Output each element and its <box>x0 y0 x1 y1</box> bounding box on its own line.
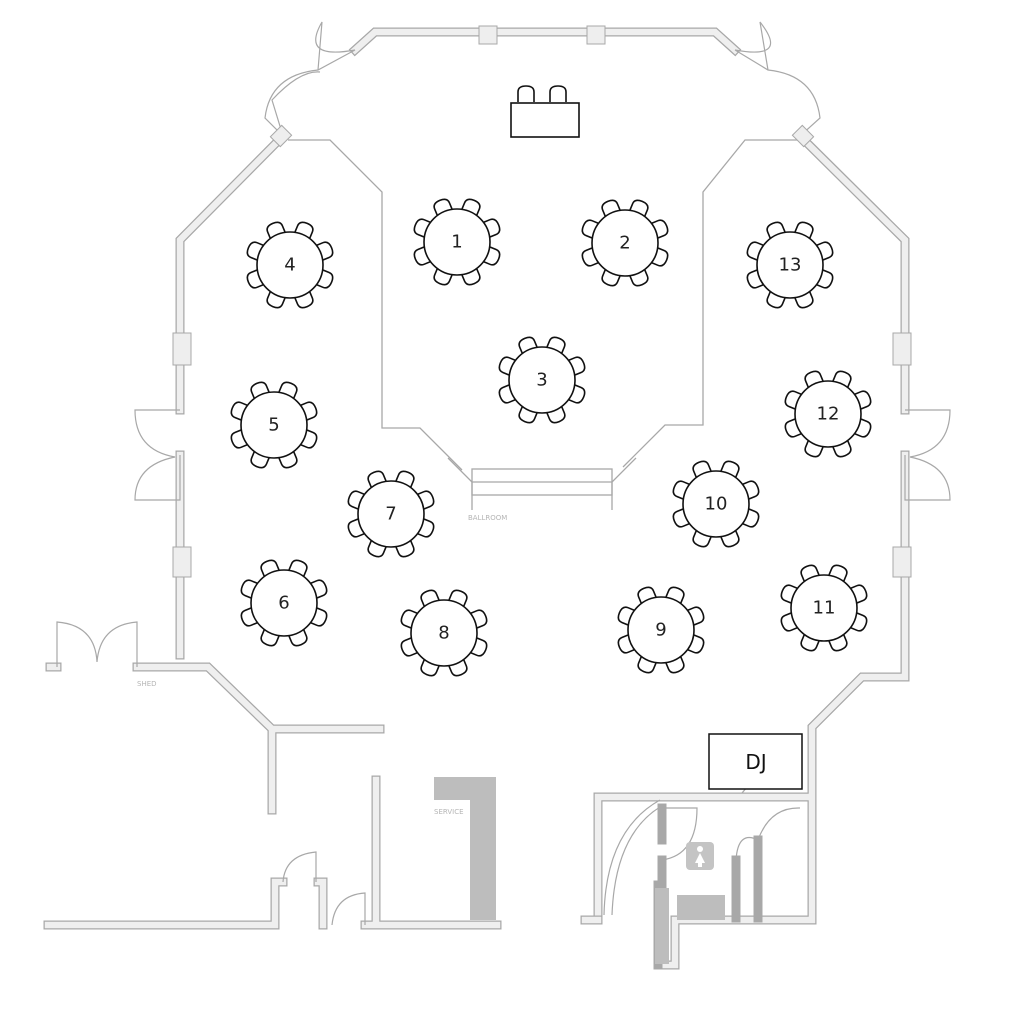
restroom-women-icon <box>686 842 714 870</box>
table-number: 13 <box>779 255 802 276</box>
round-table <box>790 574 858 642</box>
table-number: 9 <box>655 620 666 641</box>
table-9: 9 <box>617 586 705 674</box>
table-6: 6 <box>240 559 328 647</box>
table-number: 1 <box>451 232 462 253</box>
table-13: 13 <box>746 221 834 309</box>
table-8: 8 <box>400 589 488 677</box>
table-number: 3 <box>536 370 547 391</box>
head-table <box>510 85 580 138</box>
table-1: 1 <box>413 198 501 286</box>
round-table <box>756 231 824 299</box>
table-12: 12 <box>784 370 872 458</box>
windows <box>172 25 912 578</box>
room-label-service: SERVICE <box>434 808 464 816</box>
room-label-shed: SHED <box>137 680 157 688</box>
table-number: 7 <box>385 504 396 525</box>
service-counter <box>434 777 725 964</box>
table-number: 12 <box>817 404 840 425</box>
table-5: 5 <box>230 381 318 469</box>
doors <box>56 21 951 926</box>
table-10: 10 <box>672 460 760 548</box>
round-table <box>794 380 862 448</box>
table-number: 5 <box>268 415 279 436</box>
table-7: 7 <box>347 470 435 558</box>
table-number: 10 <box>705 494 728 515</box>
table-number: 2 <box>619 233 630 254</box>
table-4: 4 <box>246 221 334 309</box>
round-table <box>682 470 750 538</box>
round-table <box>256 231 324 299</box>
room-label-ballroom: BALLROOM <box>468 514 507 522</box>
round-table <box>250 569 318 637</box>
dj-booth: DJ <box>708 733 803 790</box>
round-table <box>591 209 659 277</box>
round-table <box>357 480 425 548</box>
table-number: 4 <box>284 255 295 276</box>
table-2: 2 <box>581 199 669 287</box>
table-number: 6 <box>278 593 289 614</box>
interior-lines <box>288 139 800 510</box>
table-3: 3 <box>498 336 586 424</box>
round-table <box>410 599 478 667</box>
table-11: 11 <box>780 564 868 652</box>
round-table <box>627 596 695 664</box>
round-table <box>508 346 576 414</box>
dj-label: DJ <box>745 750 766 774</box>
round-table <box>423 208 491 276</box>
table-number: 11 <box>813 598 836 619</box>
round-table <box>240 391 308 459</box>
table-number: 8 <box>438 623 449 644</box>
